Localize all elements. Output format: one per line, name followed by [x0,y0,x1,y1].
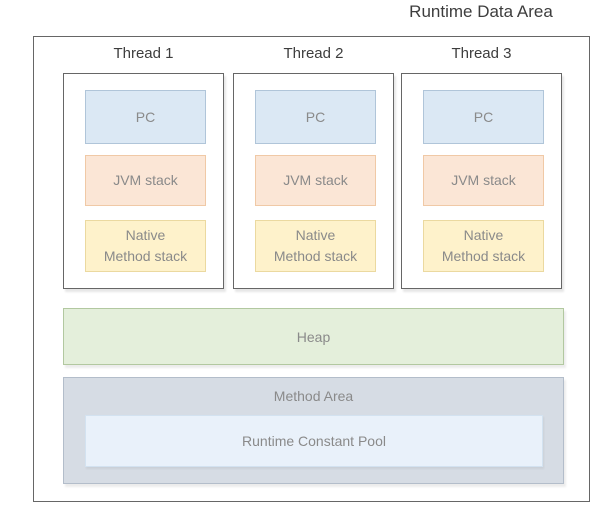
runtime-data-area-box: Thread 1 PC JVM stack Native Method stac… [33,36,590,502]
thread-3-pc-box: PC [423,90,544,144]
thread-3-group: Thread 3 PC JVM stack Native Method stac… [401,37,562,289]
thread-2-pc-box: PC [255,90,376,144]
thread-1-jvm-stack-box: JVM stack [85,155,206,206]
thread-1-pc-box: PC [85,90,206,144]
thread-2-box: PC JVM stack Native Method stack [233,73,394,289]
method-area-box: Method Area Runtime Constant Pool [63,377,564,484]
thread-3-label: Thread 3 [451,45,512,62]
method-area-label: Method Area [273,388,354,404]
thread-2-native-method-stack-box: Native Method stack [255,220,376,272]
thread-1-group: Thread 1 PC JVM stack Native Method stac… [63,37,224,289]
thread-2-label: Thread 2 [283,45,344,62]
thread-2-group: Thread 2 PC JVM stack Native Method stac… [233,37,394,289]
thread-1-box: PC JVM stack Native Method stack [63,73,224,289]
runtime-constant-pool-box: Runtime Constant Pool [85,415,543,467]
thread-3-jvm-stack-box: JVM stack [423,155,544,206]
thread-3-box: PC JVM stack Native Method stack [401,73,562,289]
thread-3-native-method-stack-box: Native Method stack [423,220,544,272]
heap-box: Heap [63,308,564,365]
diagram-title: Runtime Data Area [409,2,553,21]
thread-1-native-method-stack-box: Native Method stack [85,220,206,272]
thread-2-jvm-stack-box: JVM stack [255,155,376,206]
thread-1-label: Thread 1 [113,45,174,62]
